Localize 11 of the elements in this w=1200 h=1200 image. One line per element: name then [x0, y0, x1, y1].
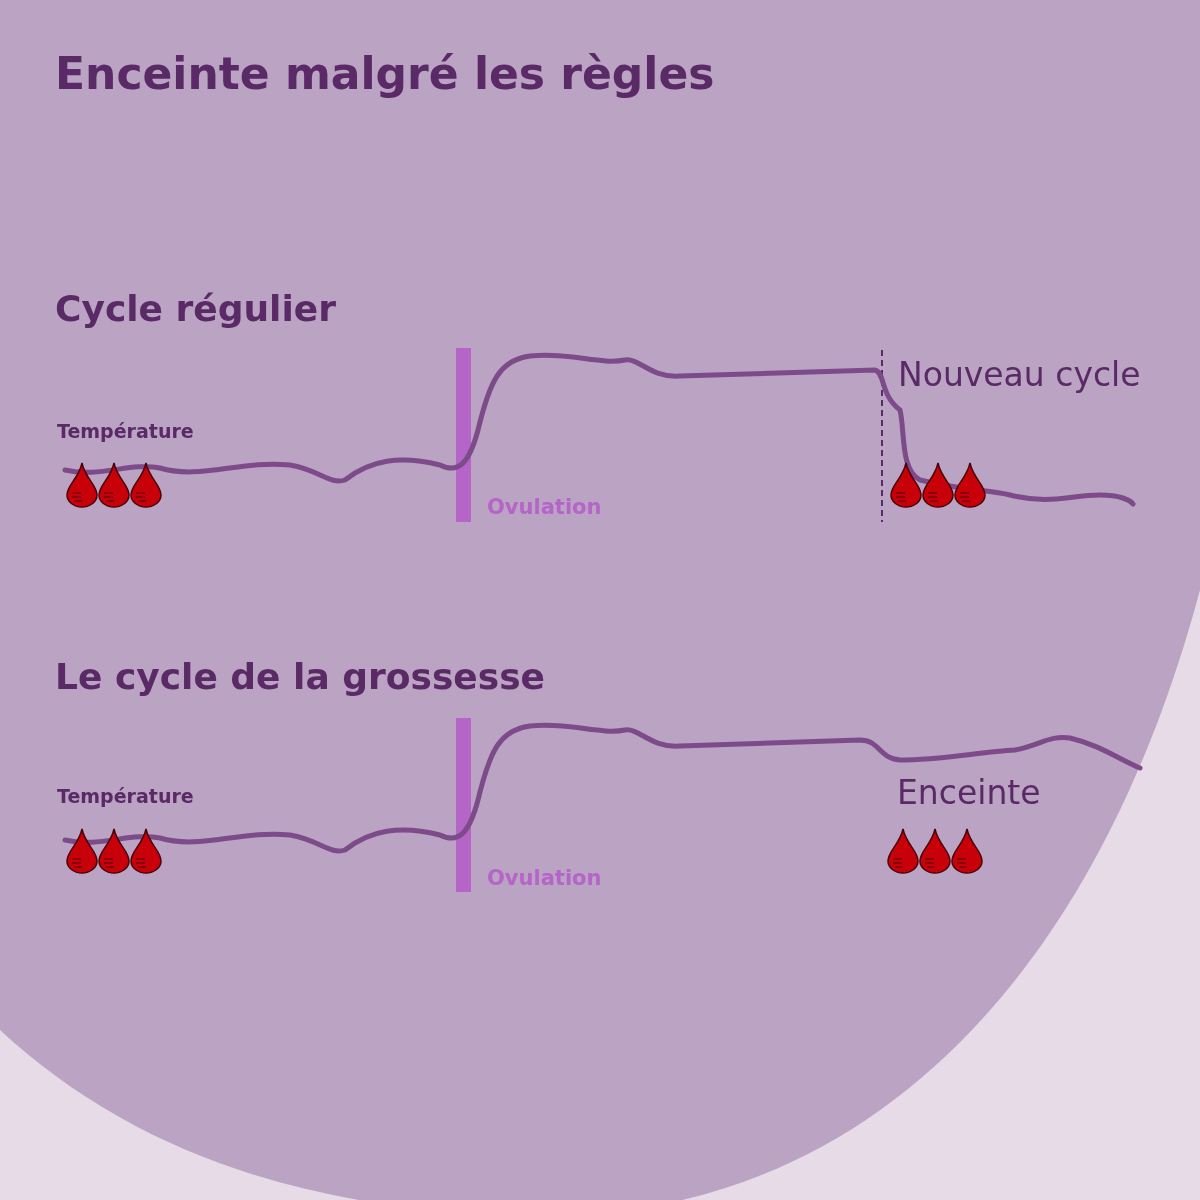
ovulation-bar	[456, 718, 471, 892]
section-heading: Le cycle de la grossesse	[55, 656, 545, 697]
annotation-text: Enceinte	[897, 773, 1041, 812]
title-heading: Enceinte malgré les règles	[55, 48, 715, 99]
ovulation-label: Ovulation	[487, 866, 602, 890]
section-heading: Cycle régulier	[55, 288, 336, 329]
ovulation-bar	[456, 348, 471, 522]
axis-label: Température	[57, 785, 194, 807]
ovulation-label: Ovulation	[487, 495, 602, 519]
annotation-text: Nouveau cycle	[898, 355, 1141, 394]
axis-label: Température	[57, 420, 194, 442]
